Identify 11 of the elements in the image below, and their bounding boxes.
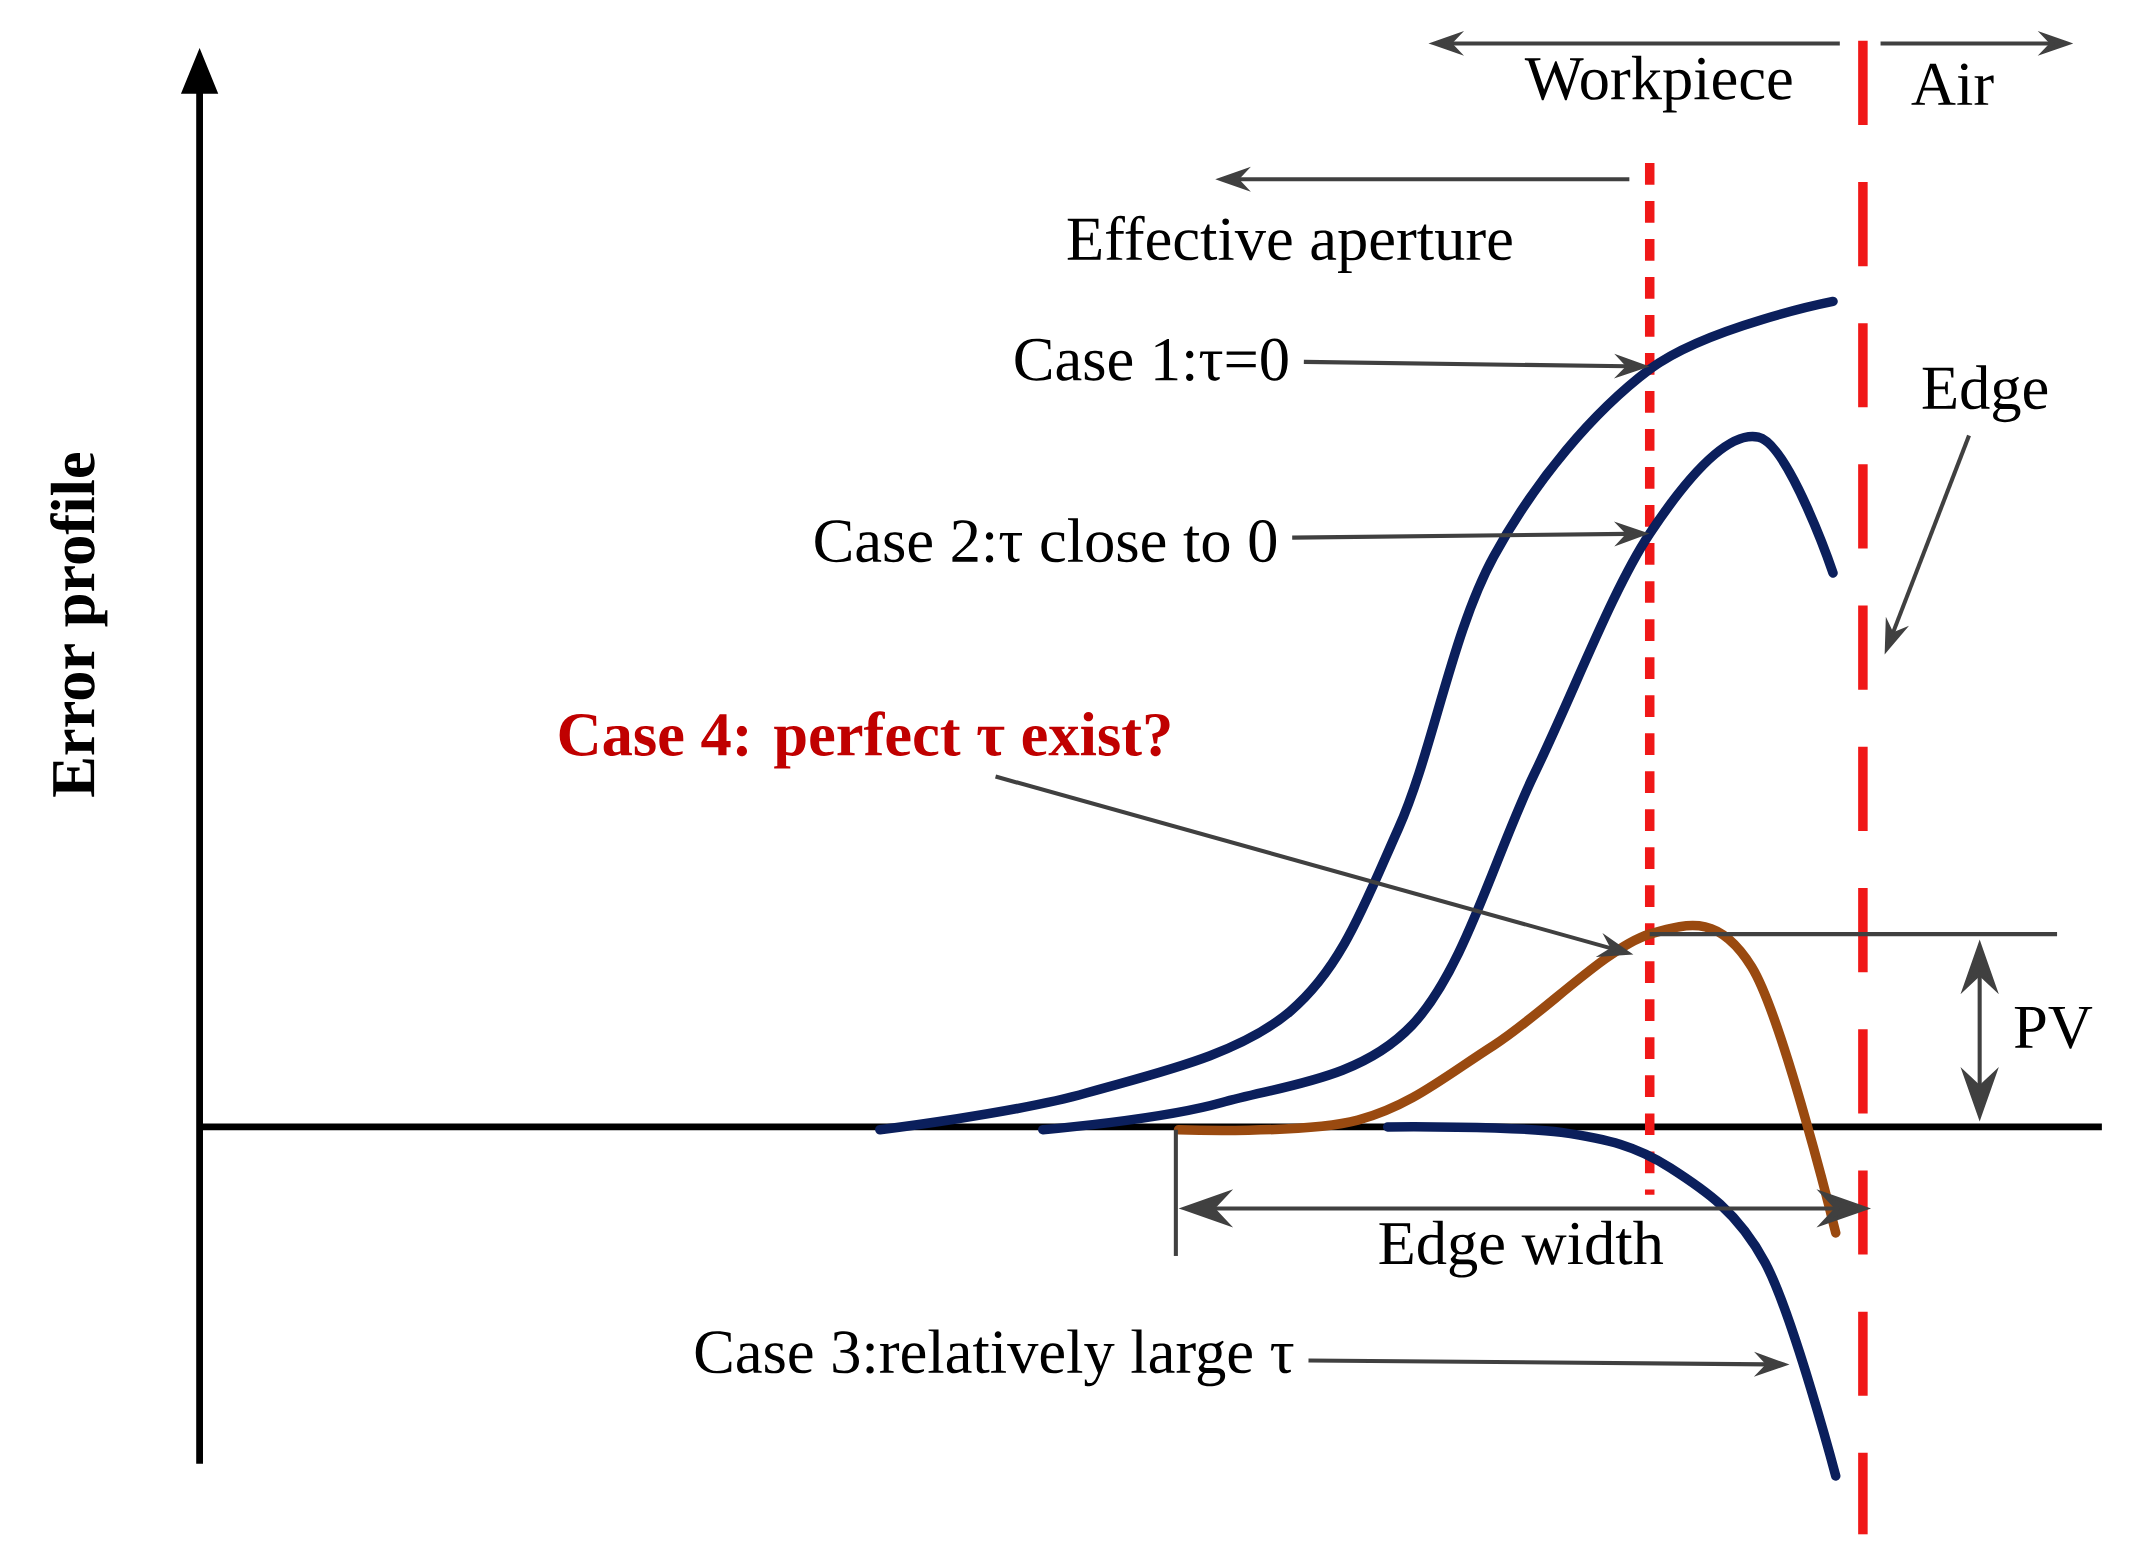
label-text: Workpiece <box>1524 56 1792 113</box>
label-text: Edge width <box>1379 1220 1664 1278</box>
label-text: Effective aperture <box>1067 215 1512 274</box>
label-text: Air <box>1911 63 1994 106</box>
label-text: Case 3:relatively large τ <box>695 1329 1294 1387</box>
label-text: Edge <box>1922 365 2048 423</box>
label-text: Error profile <box>50 453 108 797</box>
label-text: Case 2:τ close to 0 <box>815 518 1277 563</box>
label-text: PV <box>2014 1007 2093 1049</box>
label-text: Case 1:τ=0 <box>1015 338 1288 382</box>
label-text: Case 4: perfect τ exist? <box>559 711 1170 769</box>
